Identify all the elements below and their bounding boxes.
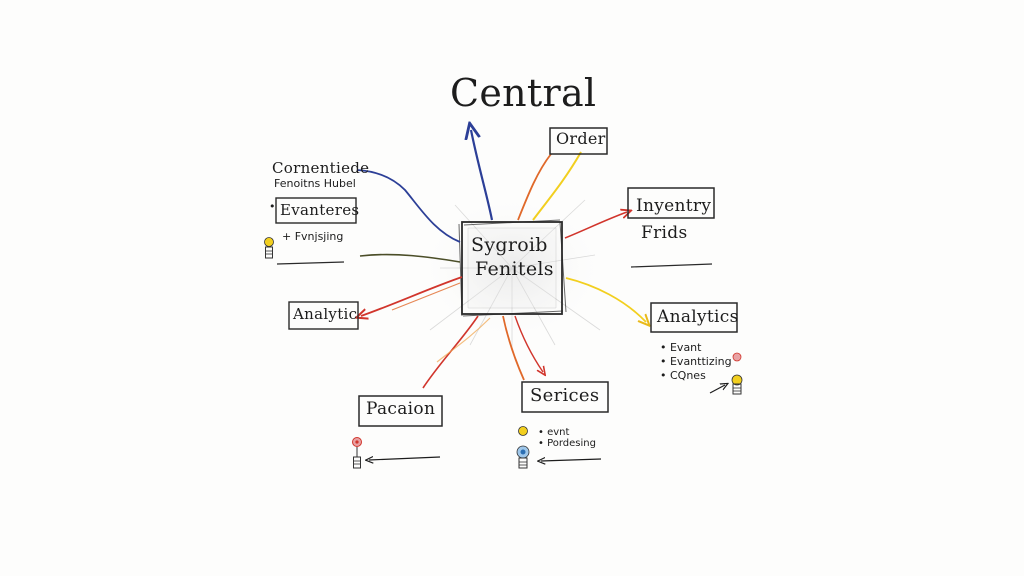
eventers-bullet: • — [269, 200, 276, 213]
connector-hub-eventers — [359, 253, 461, 263]
hub-label-line2: Fenitels — [475, 258, 554, 280]
connector-hub-order-yellow — [532, 151, 582, 221]
lightbulb-icon — [731, 352, 743, 395]
lightbulb-icon — [352, 437, 362, 469]
inventory-label-line2: Frids — [641, 223, 688, 243]
top-left-label-line2: Fenoitns Hubel — [274, 177, 356, 190]
analytics-right-bullet: • Evant — [660, 341, 702, 354]
connector-hub-topleft — [356, 169, 461, 243]
inventory-box — [627, 187, 715, 219]
connector-hub-inventory — [564, 212, 627, 239]
eventers-sub: + Fvnjsjing — [282, 230, 344, 243]
eventers-label: Evanteres — [280, 201, 360, 219]
connector-hub-services-orange — [502, 315, 525, 381]
analytic-left-box — [288, 301, 359, 330]
inventory-label-line1: Inyentry — [636, 196, 712, 216]
hub-label-line1: Sygroib — [471, 234, 548, 256]
analytics-right-bullet: • CQnes — [660, 369, 706, 382]
lightbulb-icon — [264, 237, 274, 259]
analytics-right-arrow — [709, 385, 725, 394]
inventory-underline — [630, 263, 713, 268]
payment-label: Pacaion — [366, 399, 436, 419]
top-left-label-line1: Cornentiede — [272, 159, 370, 177]
analytics-right-box — [650, 302, 738, 333]
analytics-right-label: Analytics — [657, 307, 739, 327]
hub-box — [458, 219, 567, 317]
services-arrow — [541, 459, 602, 461]
connector-hub-services-red — [514, 315, 543, 372]
connector-hub-analytic-left — [361, 276, 463, 316]
services-bullet: • evnt — [538, 427, 570, 438]
order-label: Order — [556, 129, 606, 148]
connector-hub-title — [471, 130, 494, 221]
connector-hub-order-orange — [517, 153, 552, 221]
analytic-left-label: Analytic — [293, 305, 358, 323]
payment-box — [358, 395, 443, 427]
connector-hub-analytic-left-orange — [391, 282, 461, 311]
eventers-box — [275, 197, 357, 224]
order-box — [549, 127, 608, 155]
services-box — [521, 381, 609, 413]
services-bullet: • Pordesing — [538, 438, 596, 449]
diagram-title: Central — [450, 71, 597, 115]
connector-hub-payment-orange — [436, 317, 491, 363]
payment-arrow — [369, 457, 441, 460]
lightbulb-icon — [516, 426, 530, 469]
services-label: Serices — [530, 385, 600, 406]
connector-hub-analytics-right — [565, 277, 646, 322]
analytics-right-bullet: • Evanttizing — [660, 355, 732, 368]
sketch-rays — [429, 199, 601, 350]
eventers-underline — [276, 261, 345, 265]
